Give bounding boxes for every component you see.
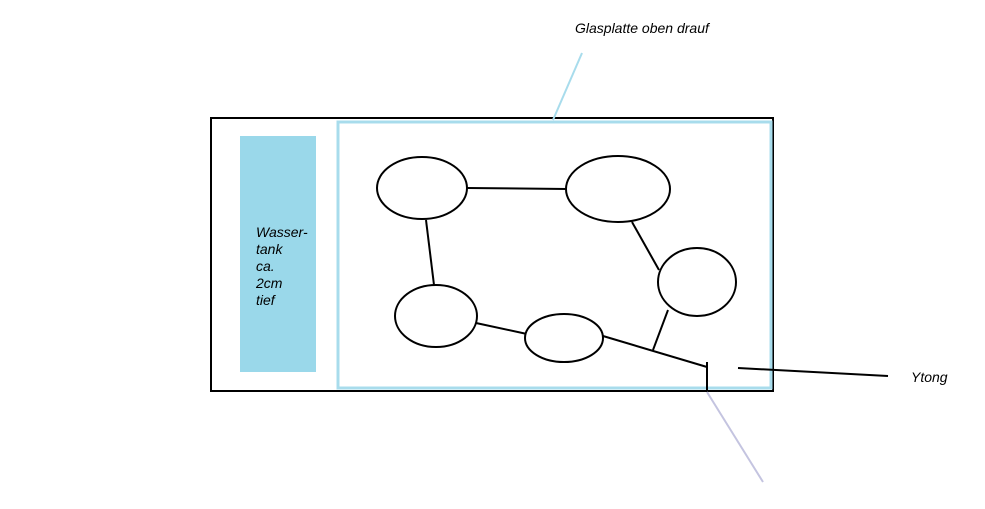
connector-line: [602, 335, 708, 368]
bottom-pointer-line: [706, 391, 764, 483]
connector-line: [475, 322, 528, 335]
connector-line: [425, 219, 435, 286]
node-ellipse-bottom-left: [394, 284, 478, 348]
ytong-pointer-line: [737, 367, 889, 377]
connector-line: [466, 187, 568, 190]
node-ellipse-right: [657, 247, 737, 317]
glass-pointer-line: [552, 52, 583, 121]
water-tank-label: Wasser- tank ca. 2cm tief: [256, 224, 308, 308]
water-tank: [240, 136, 316, 372]
glass-plate-label: Glasplatte oben drauf: [575, 20, 709, 36]
connector-line: [631, 221, 660, 271]
node-ellipse-top-right: [565, 155, 671, 223]
node-ellipse-bottom-middle: [524, 313, 604, 363]
ytong-label: Ytong: [911, 369, 948, 385]
connector-line: [652, 309, 669, 351]
node-ellipse-top-left: [376, 156, 468, 220]
glass-plate-area: [336, 120, 773, 390]
